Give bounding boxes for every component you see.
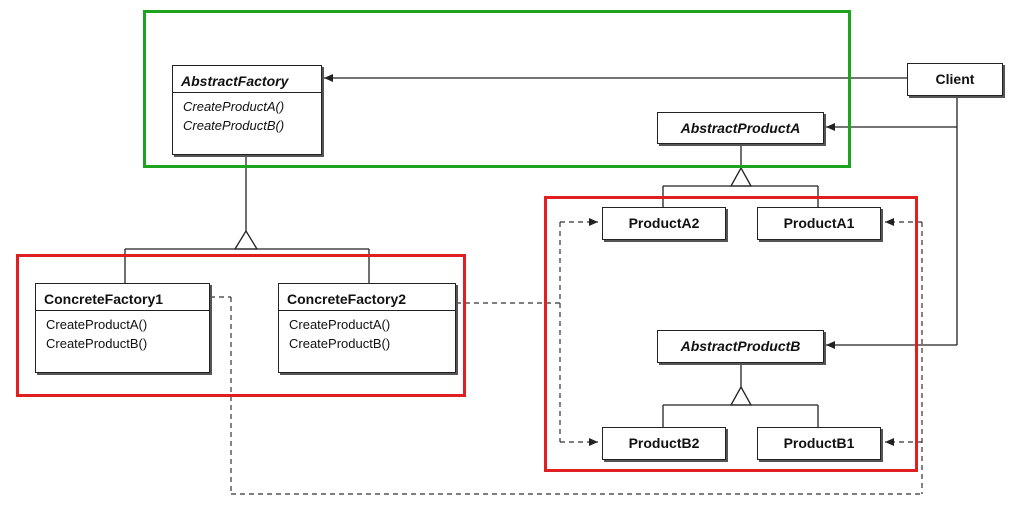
class-name: AbstractProductA <box>680 120 801 136</box>
abstractproductb-class: AbstractProductB <box>657 330 824 363</box>
operation: CreateProductA() <box>289 317 391 332</box>
operation: CreateProductA() <box>46 317 148 332</box>
class-name: ProductB2 <box>628 435 700 451</box>
operations-compartment: CreateProductA() CreateProductB() <box>279 310 455 358</box>
concrete-factories-highlight <box>16 254 466 397</box>
class-name: ConcreteFactory2 <box>287 291 407 307</box>
productb-inheritance <box>662 363 819 427</box>
operation: CreateProductB() <box>183 118 285 133</box>
concretefactory1-dependency <box>210 218 923 495</box>
operations-compartment: CreateProductA() CreateProductB() <box>173 92 321 140</box>
producta2-class: ProductA2 <box>602 207 726 240</box>
abstract-layer-highlight <box>143 10 851 168</box>
concrete-products-highlight <box>544 196 918 472</box>
client-class: Client <box>907 63 1003 96</box>
operation: CreateProductA() <box>183 99 285 114</box>
class-name: ConcreteFactory1 <box>44 291 164 307</box>
productb2-class: ProductB2 <box>602 427 726 460</box>
class-name: ProductA1 <box>783 215 855 231</box>
operation: CreateProductB() <box>289 336 391 351</box>
productb1-class: ProductB1 <box>757 427 881 460</box>
concretefactory2-dependency <box>456 218 598 446</box>
operations-compartment: CreateProductA() CreateProductB() <box>36 310 209 358</box>
abstractproducta-class: AbstractProductA <box>657 112 824 144</box>
class-name: AbstractFactory <box>181 73 289 89</box>
class-name: ProductB1 <box>783 435 855 451</box>
class-name: AbstractProductB <box>680 338 801 354</box>
abstractfactory-class: AbstractFactory CreateProductA() CreateP… <box>172 65 322 155</box>
producta-inheritance <box>662 144 819 207</box>
concretefactory2-class: ConcreteFactory2 CreateProductA() Create… <box>278 283 456 373</box>
concretefactory1-class: ConcreteFactory1 CreateProductA() Create… <box>35 283 210 373</box>
class-name: Client <box>935 71 975 87</box>
operation: CreateProductB() <box>46 336 148 351</box>
producta1-class: ProductA1 <box>757 207 881 240</box>
class-name: ProductA2 <box>628 215 700 231</box>
